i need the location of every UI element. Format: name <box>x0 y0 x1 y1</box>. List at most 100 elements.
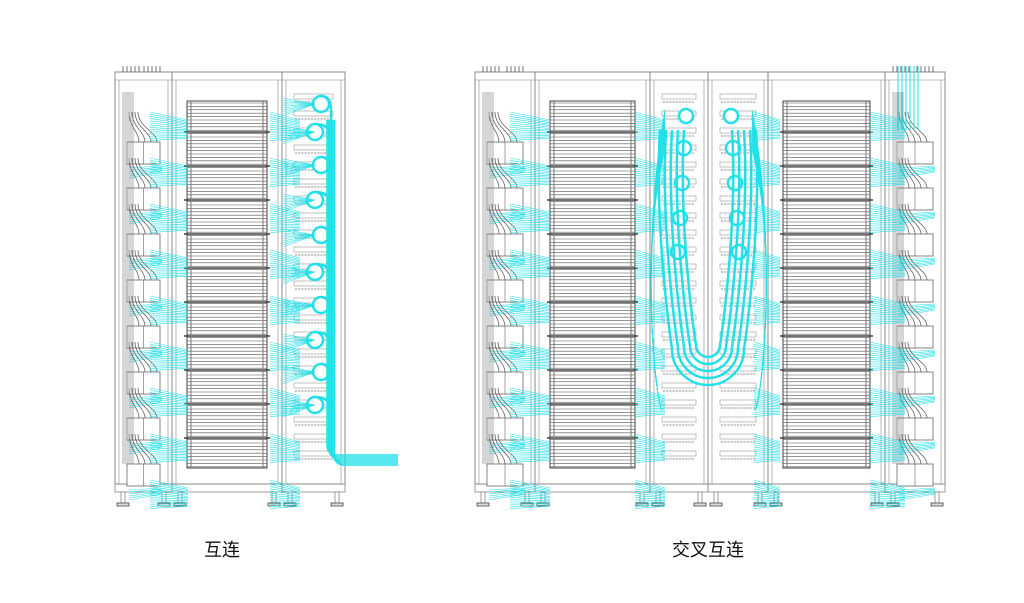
fiber <box>128 401 163 409</box>
fiber <box>128 214 163 219</box>
fiber <box>898 308 936 315</box>
fiber <box>753 208 781 216</box>
fiber <box>634 262 666 267</box>
fiber <box>634 488 666 494</box>
fiber <box>753 249 781 259</box>
fiber <box>869 306 906 312</box>
fiber <box>634 389 666 398</box>
port <box>691 134 694 138</box>
fiber <box>488 260 526 265</box>
port <box>685 287 688 291</box>
fiber <box>282 371 316 375</box>
fiber <box>869 484 906 492</box>
fiber <box>149 168 189 174</box>
port <box>317 287 320 291</box>
port <box>672 168 675 172</box>
fiber <box>149 366 189 369</box>
fiber <box>269 440 301 447</box>
fiber <box>149 137 189 141</box>
port <box>724 270 727 274</box>
fiber <box>869 341 906 351</box>
patch-panel <box>661 93 697 100</box>
fiber <box>634 343 666 352</box>
fiber <box>753 227 781 229</box>
fiber <box>869 481 906 490</box>
fiber <box>282 199 316 209</box>
port <box>724 423 727 427</box>
patch-cord <box>137 341 158 373</box>
fiber <box>509 479 551 489</box>
foot-pad <box>267 502 281 507</box>
base <box>534 483 651 493</box>
fiber <box>634 254 666 262</box>
port <box>317 321 320 325</box>
fiber <box>869 389 906 398</box>
fiber <box>509 265 551 269</box>
fiber <box>149 173 189 177</box>
port <box>688 406 691 410</box>
fiber <box>149 111 189 121</box>
fiber <box>869 260 906 266</box>
fiber <box>753 359 781 362</box>
port <box>749 117 752 121</box>
fiber <box>488 261 526 267</box>
fiber <box>869 214 906 220</box>
fiber <box>282 337 316 341</box>
fiber <box>282 404 316 410</box>
port <box>720 253 724 257</box>
port <box>301 219 304 223</box>
fiber <box>269 503 301 505</box>
port <box>307 219 310 223</box>
port <box>301 117 304 121</box>
fiber <box>869 361 906 363</box>
port <box>730 440 733 444</box>
fiber <box>634 499 666 501</box>
port <box>743 100 746 104</box>
port <box>688 270 691 274</box>
port <box>666 457 669 461</box>
fiber <box>509 361 551 363</box>
fiber <box>149 320 189 323</box>
fiber <box>634 267 666 270</box>
fiber <box>753 400 781 405</box>
foot-pad <box>886 502 900 507</box>
fiber <box>509 315 551 317</box>
port <box>752 287 756 291</box>
fiber <box>869 182 906 185</box>
fiber <box>269 223 301 225</box>
foot-pad <box>769 502 783 507</box>
port <box>749 423 752 427</box>
fiber <box>634 258 666 264</box>
fiber <box>282 365 316 373</box>
fiber <box>509 359 551 362</box>
fiber <box>753 343 781 352</box>
fiber <box>269 444 301 450</box>
port <box>666 406 669 410</box>
fiber <box>869 111 906 121</box>
fiber <box>869 411 906 413</box>
port <box>688 440 691 444</box>
fiber <box>634 484 666 492</box>
fiber <box>269 251 301 260</box>
patch-cord <box>134 387 152 419</box>
fiber <box>282 131 316 135</box>
fiber <box>869 212 906 218</box>
fiber <box>634 458 666 461</box>
port <box>685 389 688 393</box>
fiber <box>869 221 906 224</box>
fiber <box>269 354 301 359</box>
fiber <box>869 492 906 497</box>
port <box>688 253 691 257</box>
port <box>743 406 746 410</box>
fiber <box>488 349 526 353</box>
port <box>736 389 740 393</box>
port <box>730 270 733 274</box>
fiber <box>634 113 666 122</box>
fiber <box>898 307 936 313</box>
fiber <box>753 315 781 317</box>
fiber <box>149 262 189 267</box>
port <box>740 168 743 172</box>
fiber <box>634 300 666 308</box>
cross-connect-jumper <box>657 129 759 387</box>
fiber <box>269 352 301 358</box>
